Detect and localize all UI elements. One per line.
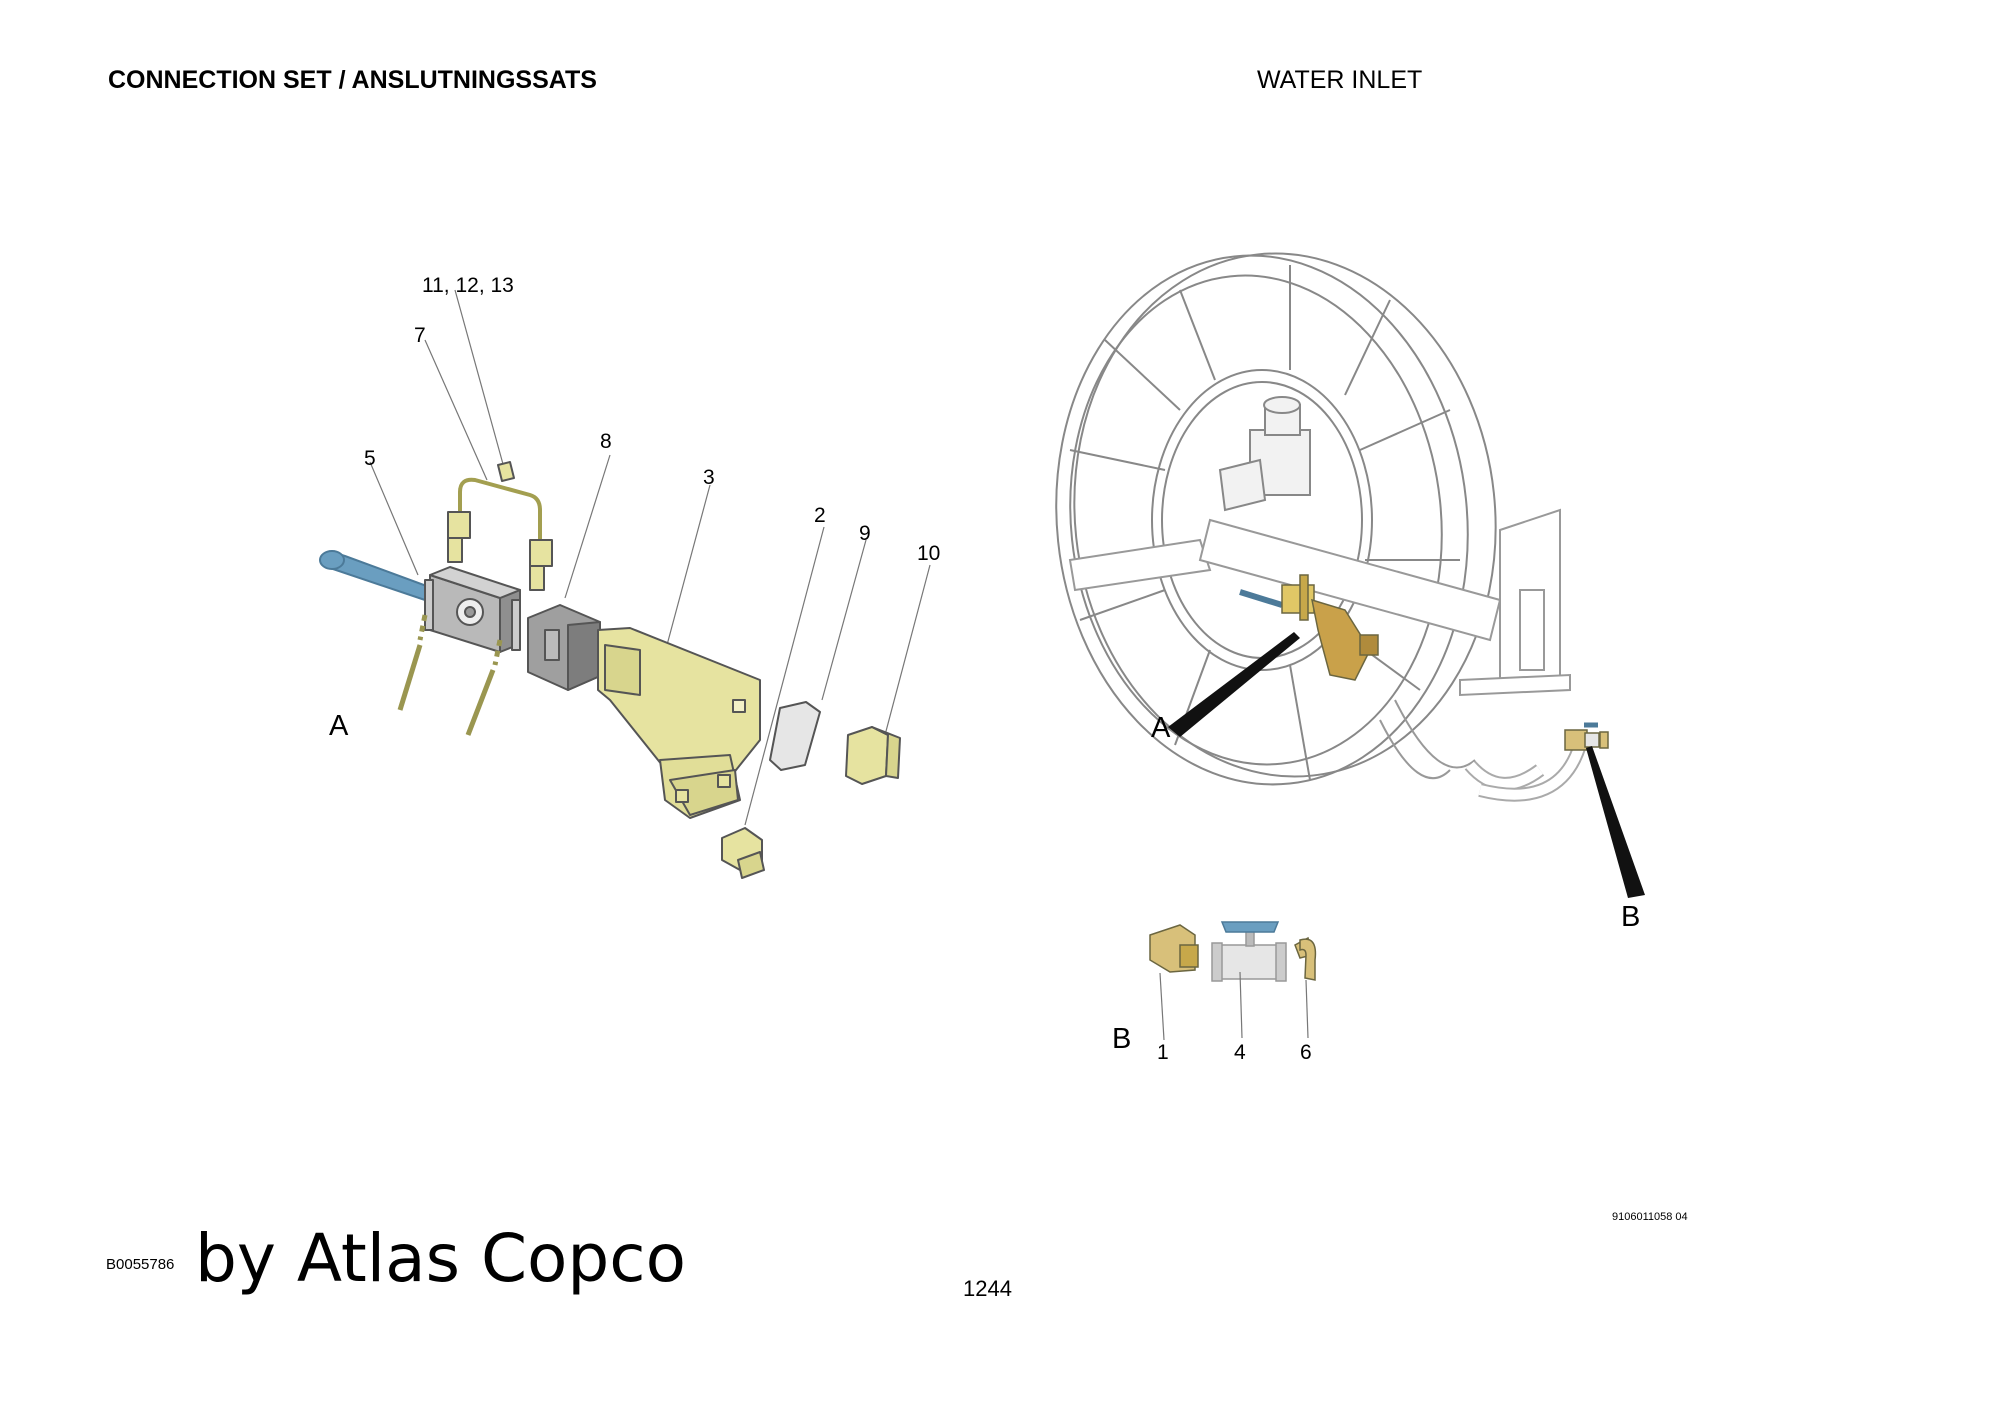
hose-reel bbox=[1055, 252, 1587, 802]
image-code: B0055786 bbox=[106, 1256, 175, 1273]
u-bolt bbox=[458, 477, 542, 565]
callout-5: 5 bbox=[364, 447, 376, 470]
callout-2: 2 bbox=[814, 504, 826, 527]
callout-3: 3 bbox=[703, 466, 715, 489]
view-label-b-detail: B bbox=[1112, 1023, 1131, 1055]
claw-coupling bbox=[1294, 936, 1317, 981]
hex-adapter bbox=[527, 604, 601, 691]
callout-7: 7 bbox=[414, 324, 426, 347]
reel-connection-assembly bbox=[1239, 574, 1379, 681]
view-title: WATER INLET bbox=[1257, 66, 1423, 94]
document-number: 9106011058 04 bbox=[1612, 1211, 1688, 1223]
detail-pointer-b bbox=[1586, 746, 1645, 898]
y-strainer bbox=[597, 627, 761, 819]
callout-4: 4 bbox=[1234, 1041, 1246, 1064]
section-title: CONNECTION SET / ANSLUTNINGSSATS bbox=[108, 66, 597, 94]
reel-outlet-fitting bbox=[1564, 722, 1609, 751]
studs bbox=[397, 614, 503, 736]
page-number: 1244 bbox=[963, 1276, 1012, 1301]
callout-9: 9 bbox=[859, 522, 871, 545]
detail-pointer-a bbox=[1168, 632, 1300, 737]
reel-gearbox bbox=[1218, 396, 1311, 512]
detail-view-b bbox=[1149, 921, 1317, 1041]
brand-text: by Atlas Copco bbox=[195, 1220, 686, 1297]
ball-valve-body bbox=[424, 566, 521, 653]
ball-valve-handle bbox=[319, 550, 433, 601]
reel-frame bbox=[1068, 508, 1571, 780]
u-bolt-nuts bbox=[447, 461, 553, 591]
elbow-fitting bbox=[1149, 924, 1199, 973]
view-label-b-reel: B bbox=[1621, 901, 1640, 933]
ball-valve bbox=[1211, 921, 1287, 982]
callout-1: 1 bbox=[1157, 1041, 1169, 1064]
view-label-a-reel: A bbox=[1151, 712, 1171, 744]
callout-8: 8 bbox=[600, 430, 612, 453]
callout-6: 6 bbox=[1300, 1041, 1312, 1064]
reel-spokes bbox=[1069, 265, 1460, 781]
exploded-view-a bbox=[319, 289, 931, 879]
drain-plug bbox=[721, 827, 765, 879]
hex-nipple bbox=[845, 726, 901, 785]
callout-10: 10 bbox=[917, 542, 940, 565]
filter-screen bbox=[769, 701, 821, 771]
detail-b-leaders bbox=[1159, 971, 1309, 1041]
leader-lines bbox=[369, 289, 931, 826]
callout-11-12-13: 11, 12, 13 bbox=[422, 274, 514, 297]
view-label-a: A bbox=[329, 710, 349, 742]
